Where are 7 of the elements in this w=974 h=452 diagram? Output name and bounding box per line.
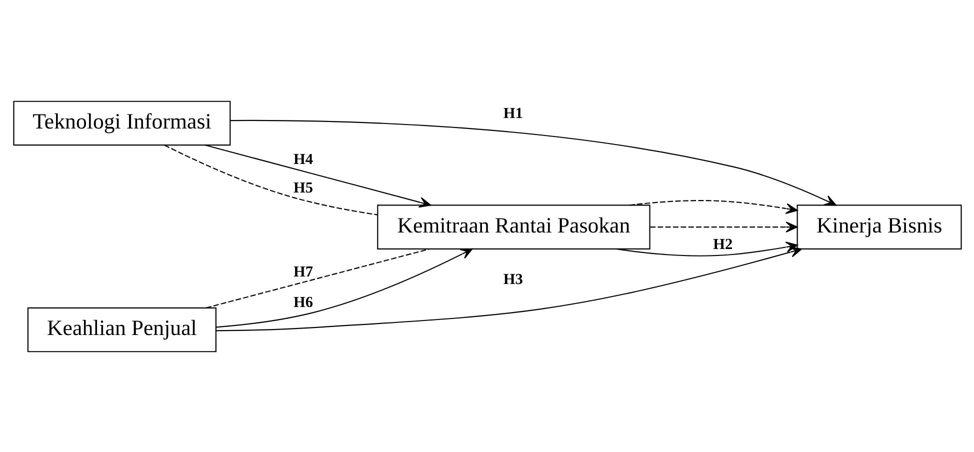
edge-label: H3	[502, 270, 522, 288]
edge-label: H1	[502, 104, 522, 122]
edge-label: H5	[293, 178, 313, 196]
edge-label: H7	[293, 262, 313, 280]
edge-label: H6	[293, 294, 313, 311]
edge-label: H4	[293, 150, 313, 168]
edge-label: H2	[712, 236, 732, 253]
